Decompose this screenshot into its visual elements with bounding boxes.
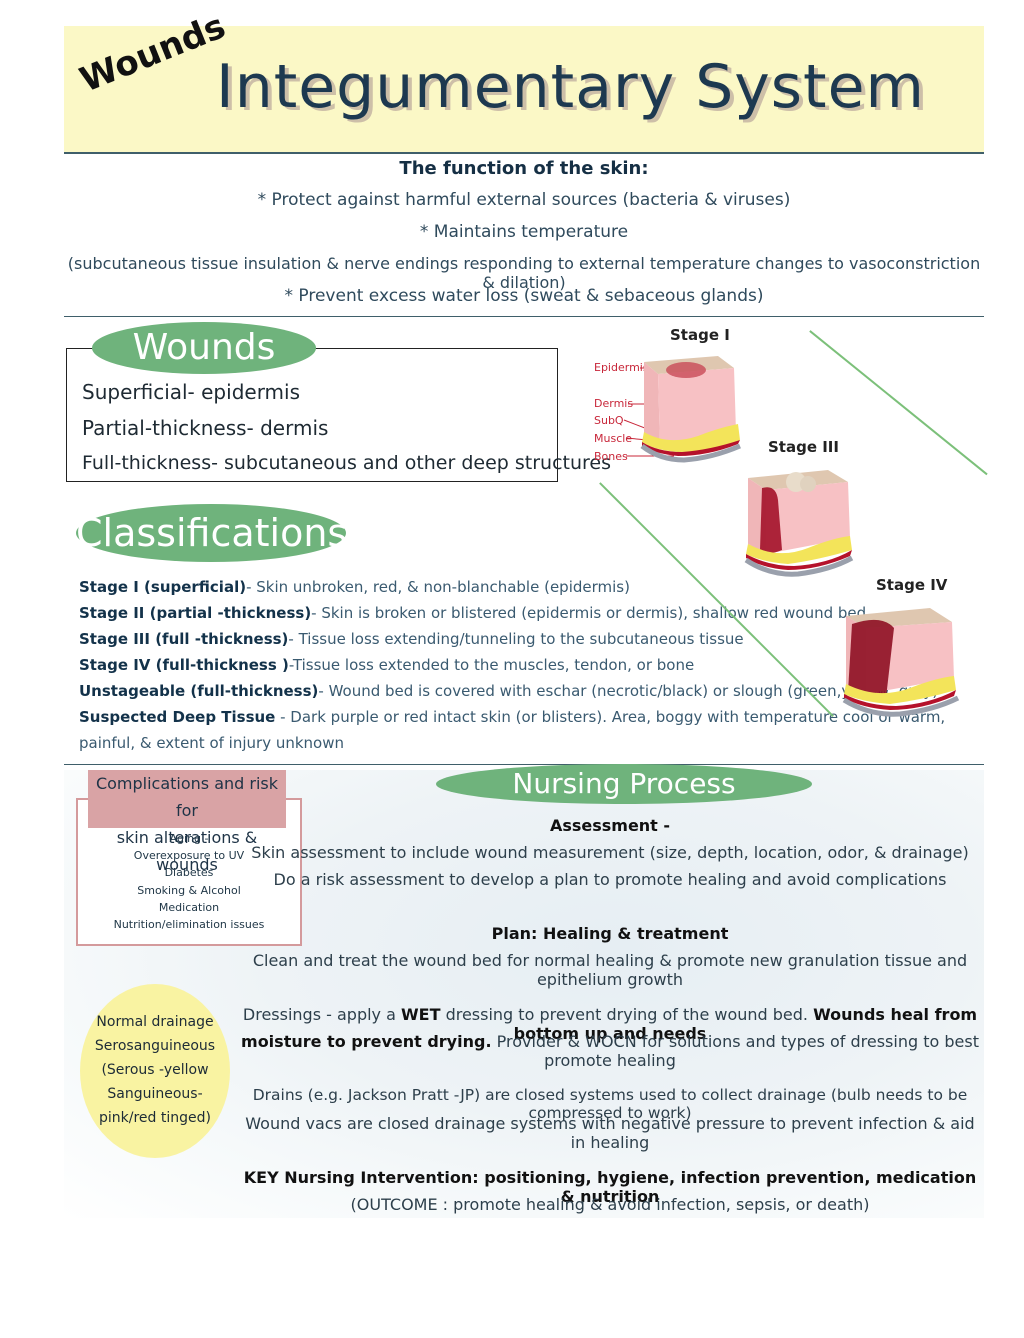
classification-item: Stage III (full -thickness)- Tissue loss…	[79, 630, 744, 648]
drainage-circle	[80, 984, 230, 1158]
complications-title: Complications and risk for skin alterati…	[88, 770, 286, 874]
layer-label-bones: Bones	[594, 450, 628, 463]
classification-item: Suspected Deep Tissue - Dark purple or r…	[79, 708, 945, 726]
layer-label-epidermis: Epidermis	[594, 361, 649, 374]
wound-type: Superficial- epidermis	[82, 380, 301, 404]
complication-item: Medication	[158, 901, 220, 914]
stage-3-label: Stage III	[768, 438, 839, 456]
complication-item: Nutrition/elimination issues	[113, 918, 265, 931]
wound-type: Partial-thickness- dermis	[82, 416, 329, 440]
complication-item: Smoking & Alcohol	[137, 884, 241, 897]
drainage-text: Serosanguineous	[94, 1038, 216, 1054]
classification-term: Stage III (full -thickness)	[79, 630, 289, 648]
classification-desc: -Tissue loss extended to the muscles, te…	[288, 656, 695, 674]
section-divider	[64, 764, 984, 765]
classification-term: Stage II (partial -thickness)	[79, 604, 312, 622]
key-intervention: KEY Nursing Intervention: positioning, h…	[243, 1168, 977, 1206]
layer-label-subq: SubQ	[594, 414, 624, 427]
complications-title-line: Complications and risk for	[95, 774, 279, 820]
classification-item: Stage I (superficial)- Skin unbroken, re…	[79, 578, 630, 596]
dressings-wet: WET	[400, 1005, 441, 1024]
drains-text: Drains (e.g. Jackson Pratt -JP) are clos…	[252, 1086, 968, 1122]
stage-4-label: Stage IV	[876, 576, 948, 594]
drainage-text: Normal drainage	[96, 1014, 214, 1030]
classification-desc: - Skin unbroken, red, & non-blanchable (…	[246, 578, 630, 596]
classification-desc: - Wound bed is covered with eschar (necr…	[318, 682, 939, 700]
drains-text: Wound vacs are closed drainage systems w…	[245, 1114, 975, 1152]
drainage-text: (Serous -yellow	[101, 1062, 209, 1078]
plan-text: Clean and treat the wound bed for normal…	[252, 951, 968, 989]
wounds-heading: Wounds	[92, 322, 316, 374]
function-item: * Protect against harmful external sourc…	[257, 190, 791, 210]
classification-item: Unstageable (full-thickness)- Wound bed …	[79, 682, 938, 700]
function-title: The function of the skin:	[399, 158, 649, 179]
classification-desc: - Dark purple or red intact skin (or bli…	[275, 708, 946, 726]
section-divider	[64, 316, 984, 317]
stage-4-illustration	[842, 608, 960, 717]
classifications-heading: Classifications	[76, 504, 347, 562]
drainage-text: pink/red tinged)	[99, 1110, 211, 1126]
complication-item: Aging -	[169, 832, 209, 845]
assessment-text: Skin assessment to include wound measure…	[251, 843, 969, 862]
dressings-text: Dressings - apply a WET dressing to prev…	[240, 1005, 980, 1043]
classification-item: Stage IV (full-thickness )-Tissue loss e…	[79, 656, 694, 674]
complication-item: Diabetes	[164, 866, 214, 879]
classification-desc: - Tissue loss extending/tunneling to the…	[288, 630, 744, 648]
dressings-text-part: Dressings - apply a	[242, 1005, 401, 1024]
outcome-text: (OUTCOME : promote healing & avoid infec…	[350, 1195, 870, 1214]
complication-item: Overexposure to UV	[133, 849, 245, 862]
dressings-text: moisture to prevent drying. Provider & W…	[240, 1032, 980, 1070]
function-item: (subcutaneous tissue insulation & nerve …	[67, 254, 981, 292]
assessment-text: Do a risk assessment to develop a plan t…	[273, 870, 947, 889]
drainage-text: Sanguineous-	[107, 1086, 203, 1102]
dressings-emphasis: Wounds heal from bottom up and needs	[513, 1005, 978, 1043]
classification-desc: - Skin is broken or blistered (epidermis…	[311, 604, 867, 622]
function-item: * Prevent excess water loss (sweat & seb…	[284, 286, 764, 306]
complications-title-line: skin alterations & wounds	[116, 828, 258, 874]
classification-term: Stage IV (full-thickness )	[79, 656, 289, 674]
header-banner	[64, 26, 984, 154]
classification-term: Suspected Deep Tissue	[79, 708, 276, 726]
page-title: Integumentary System	[216, 52, 925, 122]
classification-term: Stage I (superficial)	[79, 578, 247, 596]
wound-type: Full-thickness- subcutaneous and other d…	[82, 452, 612, 474]
classification-term: Unstageable (full-thickness)	[79, 682, 319, 700]
dressings-text-part: dressing to prevent drying of the wound …	[440, 1005, 814, 1024]
dressings-emphasis: moisture to prevent drying.	[241, 1032, 492, 1051]
classification-item: Stage II (partial -thickness)- Skin is b…	[79, 604, 866, 622]
dressings-text-part: Provider & WOCN for solutions and types …	[491, 1032, 979, 1070]
plan-heading: Plan: Healing & treatment	[491, 924, 729, 943]
function-item: * Maintains temperature	[419, 222, 629, 242]
nursing-process-heading: Nursing Process	[436, 764, 812, 804]
classification-continuation: painful, & extent of injury unknown	[79, 734, 344, 752]
stage-3-illustration	[744, 470, 854, 577]
stage-1-illustration	[623, 356, 741, 463]
stage-1-label: Stage I	[670, 326, 730, 344]
assessment-heading: Assessment -	[549, 816, 671, 835]
layer-label-dermis: Dermis	[594, 397, 634, 410]
layer-label-muscle: Muscle	[594, 432, 633, 445]
